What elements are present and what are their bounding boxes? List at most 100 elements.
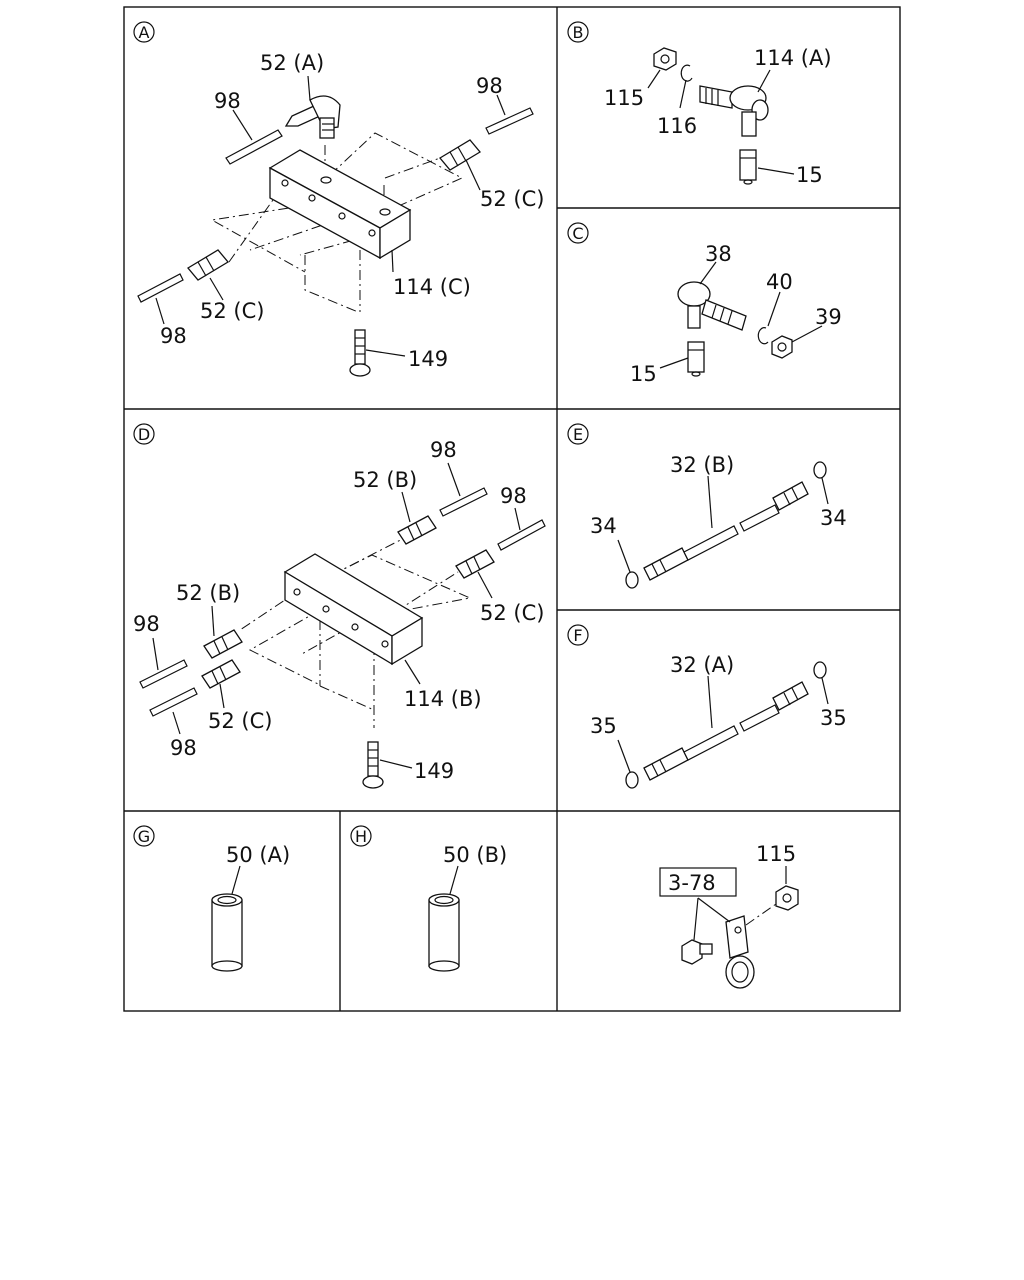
label-98-d4: 98 [170,736,197,760]
washer-34-e2 [813,461,827,479]
label-32b: 32 (B) [670,453,734,477]
washer-35-f1 [625,771,639,789]
ring-116 [680,64,693,82]
panel-b: 114 (A) 115 116 15 [604,46,832,187]
ring-40 [757,327,769,345]
label-149-a: 149 [408,347,448,371]
rod-98-d2 [497,519,546,551]
label-98-a2: 98 [476,74,503,98]
nut-39 [771,335,793,359]
block-114b [283,553,424,666]
bolt-149-d [362,741,384,789]
banjo-114a [699,85,769,137]
panel-id-c-text: C [572,224,583,243]
block-114c [268,149,412,260]
panel-id-g: G [133,825,155,847]
label-35-f2: 35 [820,706,847,730]
label-52c-d2: 52 (C) [208,709,272,733]
label-114c: 114 (C) [393,275,471,299]
rod-98-d3 [139,659,188,689]
panel-g: 50 (A) [211,843,290,972]
nut-115-b [653,47,677,71]
label-39: 39 [815,305,842,329]
label-52b-d1: 52 (B) [353,468,417,492]
panel-grid [123,6,901,1012]
adapter-15-c [687,341,705,377]
fitting-52c-d1 [455,549,495,579]
label-3-78: 3-78 [668,871,716,895]
panel-e: 32 (B) 34 34 [590,453,847,589]
label-15-b: 15 [796,163,823,187]
washer-35-f2 [813,661,827,679]
label-98-a3: 98 [160,324,187,348]
panel-id-h-text: H [355,827,367,846]
label-38: 38 [705,242,732,266]
label-34-e1: 34 [590,514,617,538]
label-115-b: 115 [604,86,644,110]
bolt-3-78 [681,939,713,965]
rod-98-a3 [137,273,184,303]
panel-bracket: 3-78 115 [659,842,799,989]
label-50a: 50 (A) [226,843,290,867]
panel-id-d-text: D [138,425,150,444]
banjo-38 [677,281,747,331]
label-114b: 114 (B) [404,687,482,711]
label-149-d: 149 [414,759,454,783]
panel-id-e-text: E [573,425,583,444]
fitting-52c-a1 [439,139,481,171]
fitting-52c-d2 [201,659,241,689]
label-98-a1: 98 [214,89,241,113]
panel-h: 50 (B) [428,843,507,972]
washer-34-e1 [625,571,639,589]
hose-32a [643,681,809,781]
sleeve-50a [211,893,243,972]
label-40: 40 [766,270,793,294]
rod-98-d4 [149,687,198,717]
ref-box-3-78 [659,867,737,897]
rod-98-a1 [225,129,283,165]
bolt-149-a [349,329,371,377]
label-52c-a1: 52 (C) [480,187,544,211]
label-52c-d1: 52 (C) [480,601,544,625]
panel-id-b-text: B [573,23,584,42]
fitting-52b-d1 [397,515,437,545]
label-50b: 50 (B) [443,843,507,867]
label-32a: 32 (A) [670,653,734,677]
panel-id-g-text: G [138,827,150,846]
panel-id-f: F [567,624,589,646]
panel-id-f-text: F [573,626,582,645]
hose-32b [643,481,809,581]
sleeve-50b [428,893,460,972]
panel-id-d: D [133,423,155,445]
label-35-f1: 35 [590,714,617,738]
panel-a: 52 (A) 98 98 52 (C) 114 (C) 52 (C) 98 14… [137,51,544,377]
panel-id-e: E [567,423,589,445]
adapter-15-b [739,149,757,185]
label-34-e2: 34 [820,506,847,530]
nut-115-bracket [775,885,799,911]
panel-c: 38 40 39 15 [630,242,842,386]
panel-id-h: H [350,825,372,847]
panel-id-a: A [133,21,155,43]
panel-id-a-text: A [139,23,150,42]
rod-98-d1 [439,487,488,517]
fitting-52b-d2 [203,629,243,659]
label-98-d2: 98 [500,484,527,508]
label-52b-d2: 52 (B) [176,581,240,605]
panel-f: 32 (A) 35 35 [590,653,847,789]
label-15-c: 15 [630,362,657,386]
label-98-d3: 98 [133,612,160,636]
label-98-d1: 98 [430,438,457,462]
panel-id-b: B [567,21,589,43]
label-116: 116 [657,114,697,138]
elbow-fitting-52a [284,95,341,139]
clip-bracket [725,915,755,989]
label-52c-a2: 52 (C) [200,299,264,323]
label-52a: 52 (A) [260,51,324,75]
rod-98-a2 [485,107,534,135]
label-115-bracket: 115 [756,842,796,866]
label-114a: 114 (A) [754,46,832,70]
panel-d: 98 52 (B) 98 52 (B) 98 52 (C) 114 (B) 52… [133,438,546,789]
panel-id-c: C [567,222,589,244]
